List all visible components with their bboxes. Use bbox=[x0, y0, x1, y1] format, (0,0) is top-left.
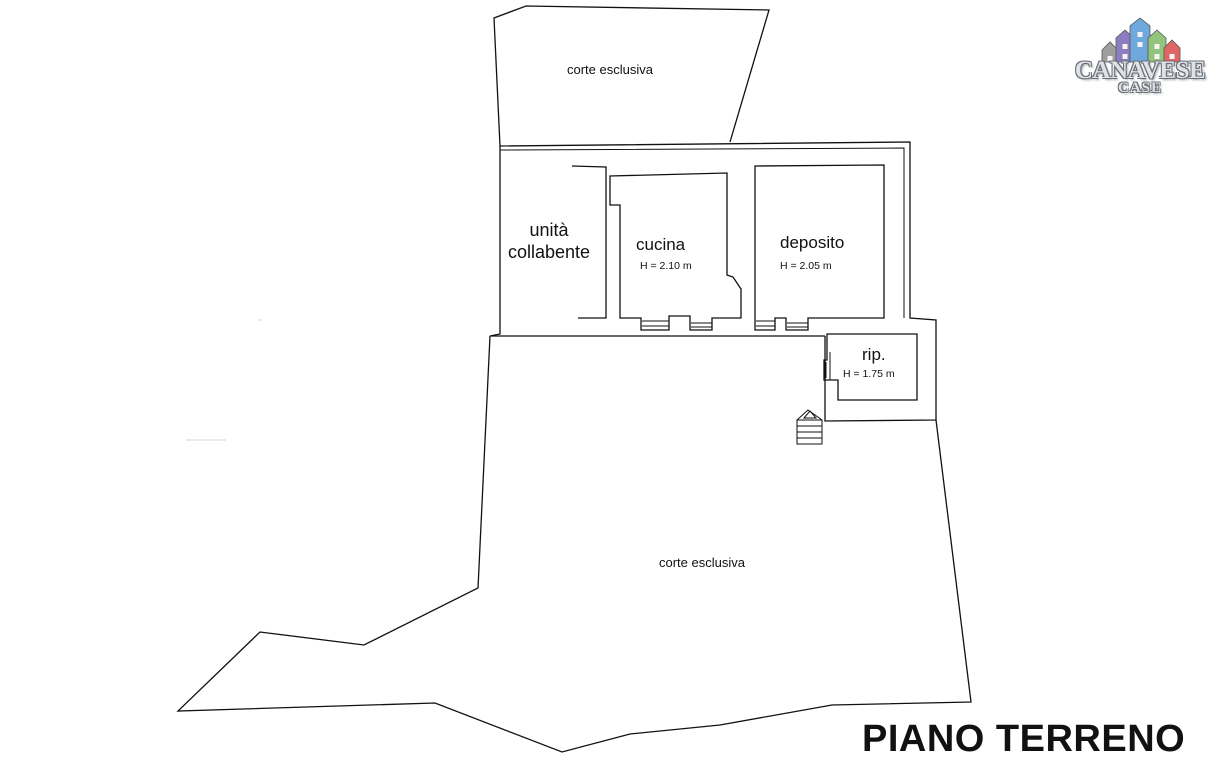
ripostiglio-walls bbox=[823, 333, 918, 401]
logo-house-5 bbox=[1163, 39, 1181, 63]
canavese-case-logo: CANAVESE CASE bbox=[1062, 14, 1218, 100]
logo-sub: CASE bbox=[1117, 80, 1162, 96]
cucina-walls bbox=[609, 172, 742, 331]
building-outer-wall bbox=[489, 141, 937, 422]
cucina-height: H = 2.10 m bbox=[640, 260, 692, 272]
deposito-height: H = 2.05 m bbox=[780, 260, 832, 272]
unita-collabente-label: unità collabente bbox=[500, 219, 598, 263]
logo-house-window bbox=[1107, 56, 1113, 61]
ripostiglio-door bbox=[825, 352, 831, 380]
cucina-label: cucina bbox=[636, 235, 686, 254]
unita-collabente-line1: unità bbox=[529, 220, 569, 240]
logo-house-window bbox=[1122, 44, 1128, 49]
logo-house-window bbox=[1169, 54, 1175, 59]
houses-icon bbox=[1101, 17, 1181, 63]
logo-house-window bbox=[1154, 54, 1160, 59]
unita-collabente-walls bbox=[571, 165, 607, 319]
cucina-door bbox=[642, 320, 712, 328]
ripostiglio-height: H = 1.75 m bbox=[843, 368, 895, 380]
deposito-door bbox=[756, 320, 808, 328]
ripostiglio-label: rip. bbox=[862, 345, 886, 364]
plan-title: PIANO TERRENO bbox=[862, 718, 1186, 760]
logo-house-1 bbox=[1101, 41, 1119, 63]
logo-name: CANAVESE bbox=[1074, 57, 1206, 84]
unita-collabente-line2: collabente bbox=[507, 242, 591, 262]
building-inner-wall bbox=[499, 147, 905, 318]
south-courtyard-boundary bbox=[176, 335, 972, 753]
deposito-label: deposito bbox=[780, 233, 845, 252]
staircase bbox=[796, 409, 823, 445]
logo-house-window bbox=[1154, 44, 1160, 49]
logo-house-3 bbox=[1129, 17, 1151, 63]
logo-house-window bbox=[1137, 42, 1143, 47]
north-courtyard-boundary bbox=[493, 5, 770, 147]
logo-house-window bbox=[1122, 54, 1128, 59]
logo-house-window bbox=[1137, 32, 1143, 37]
deposito-walls bbox=[754, 164, 885, 331]
north-courtyard-label: corte esclusiva bbox=[567, 62, 653, 77]
south-courtyard-label: corte esclusiva bbox=[659, 555, 745, 570]
